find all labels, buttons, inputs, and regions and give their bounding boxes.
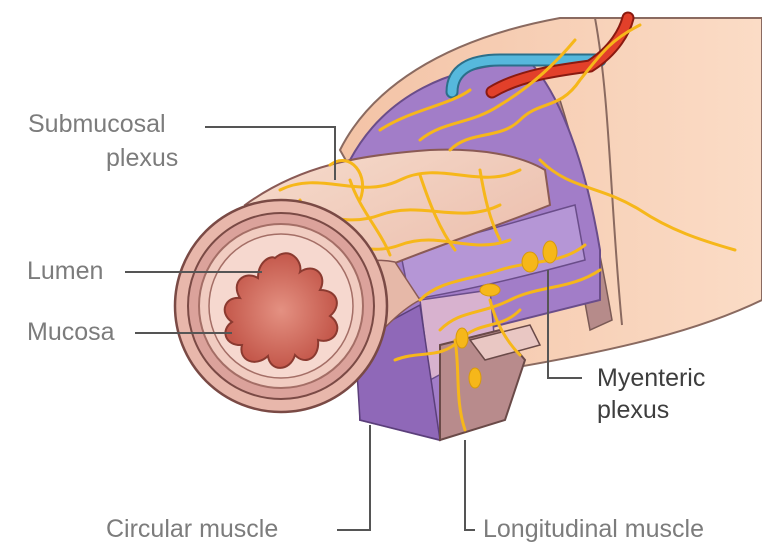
circular-muscle-label: Circular muscle <box>106 517 278 542</box>
cross-section <box>175 200 387 412</box>
submucosal-plexus-label-line2: plexus <box>106 146 178 171</box>
longitudinal-muscle-label: Longitudinal muscle <box>483 517 704 542</box>
myenteric-plexus-label-line1: Myenteric <box>597 366 705 391</box>
myenteric-plexus-label-line2: plexus <box>597 398 669 423</box>
mucosa-label: Mucosa <box>27 320 115 345</box>
lumen-label: Lumen <box>27 259 103 284</box>
submucosal-plexus-label-line1: Submucosal <box>28 112 166 137</box>
